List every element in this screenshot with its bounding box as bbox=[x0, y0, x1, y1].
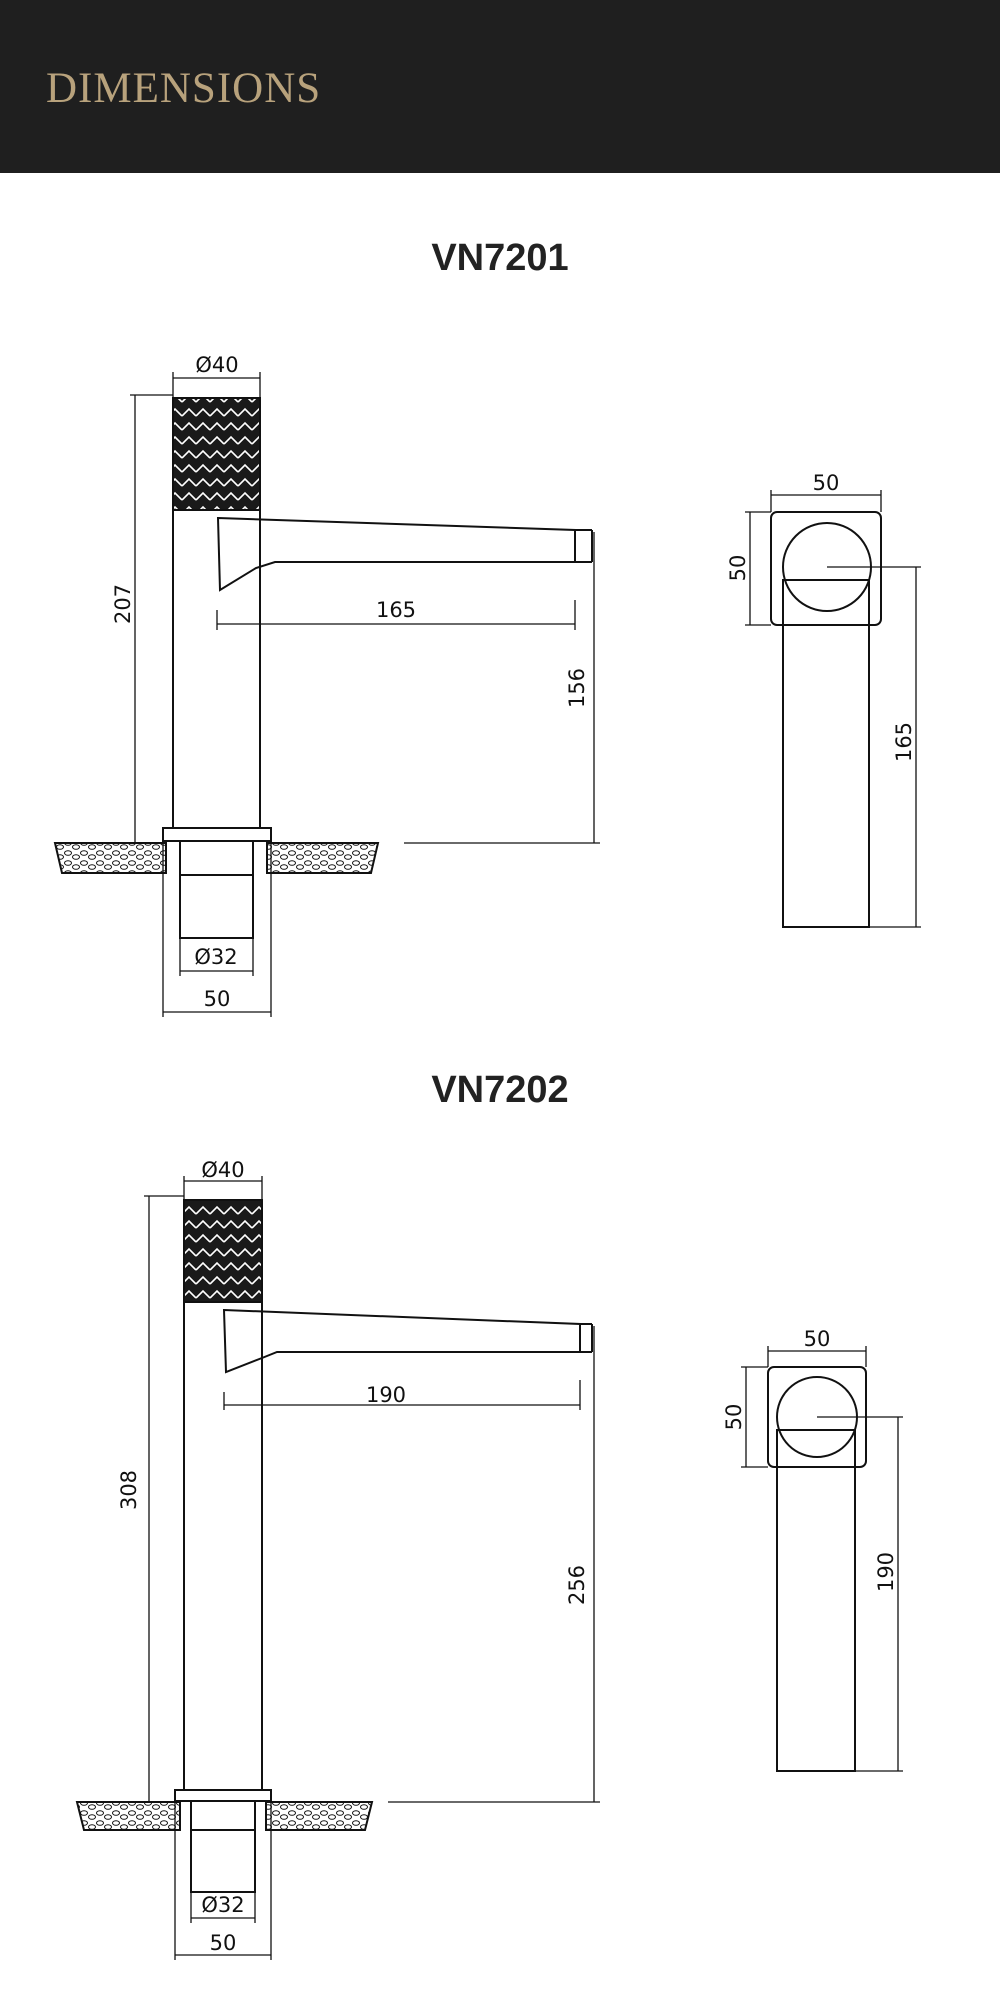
header-band: DIMENSIONS bbox=[0, 0, 1000, 173]
top-view-spout bbox=[776, 1429, 856, 1772]
dim-spout-reach: 190 bbox=[366, 1383, 406, 1407]
countertop-left bbox=[75, 1801, 181, 1831]
handle-texture bbox=[172, 397, 261, 511]
countertop-right bbox=[266, 842, 380, 874]
model-title-vn7201: VN7201 bbox=[431, 237, 569, 279]
dim-top-reach: 165 bbox=[892, 722, 916, 762]
top-view-spout bbox=[782, 579, 870, 928]
top-view-base bbox=[770, 511, 882, 626]
countertop-right bbox=[265, 1801, 374, 1831]
dim-spout-height: 156 bbox=[565, 668, 589, 708]
dim-spout-height: 256 bbox=[565, 1565, 589, 1605]
dim-shank-diameter: Ø32 bbox=[194, 945, 237, 969]
dim-base-width: 50 bbox=[204, 987, 231, 1011]
dim-shank-diameter: Ø32 bbox=[201, 1893, 244, 1917]
top-view-vn7201 bbox=[745, 490, 921, 928]
dim-body-diameter: Ø40 bbox=[201, 1158, 244, 1182]
side-view-vn7202 bbox=[75, 1176, 600, 1960]
dim-spout-reach: 165 bbox=[376, 598, 416, 622]
base-flange bbox=[174, 1789, 272, 1802]
spout bbox=[222, 1308, 581, 1374]
spout bbox=[216, 516, 576, 592]
dim-top-depth: 50 bbox=[726, 555, 750, 582]
dim-top-width: 50 bbox=[813, 471, 840, 495]
handle-texture bbox=[183, 1199, 263, 1303]
dim-base-width: 50 bbox=[210, 1931, 237, 1955]
base-flange bbox=[162, 827, 272, 842]
dim-top-width: 50 bbox=[804, 1327, 831, 1351]
countertop-left bbox=[53, 842, 167, 874]
header-title: DIMENSIONS bbox=[46, 65, 322, 112]
dim-total-height: 207 bbox=[111, 584, 135, 624]
top-view-vn7202 bbox=[741, 1346, 903, 1772]
dim-top-reach: 190 bbox=[874, 1552, 898, 1592]
shank bbox=[190, 1800, 256, 1893]
dim-top-depth: 50 bbox=[722, 1404, 746, 1431]
dim-body-diameter: Ø40 bbox=[195, 353, 238, 377]
shank bbox=[179, 840, 254, 939]
side-view-vn7201 bbox=[53, 372, 600, 1017]
dim-total-height: 308 bbox=[117, 1470, 141, 1510]
model-title-vn7202: VN7202 bbox=[431, 1069, 569, 1111]
